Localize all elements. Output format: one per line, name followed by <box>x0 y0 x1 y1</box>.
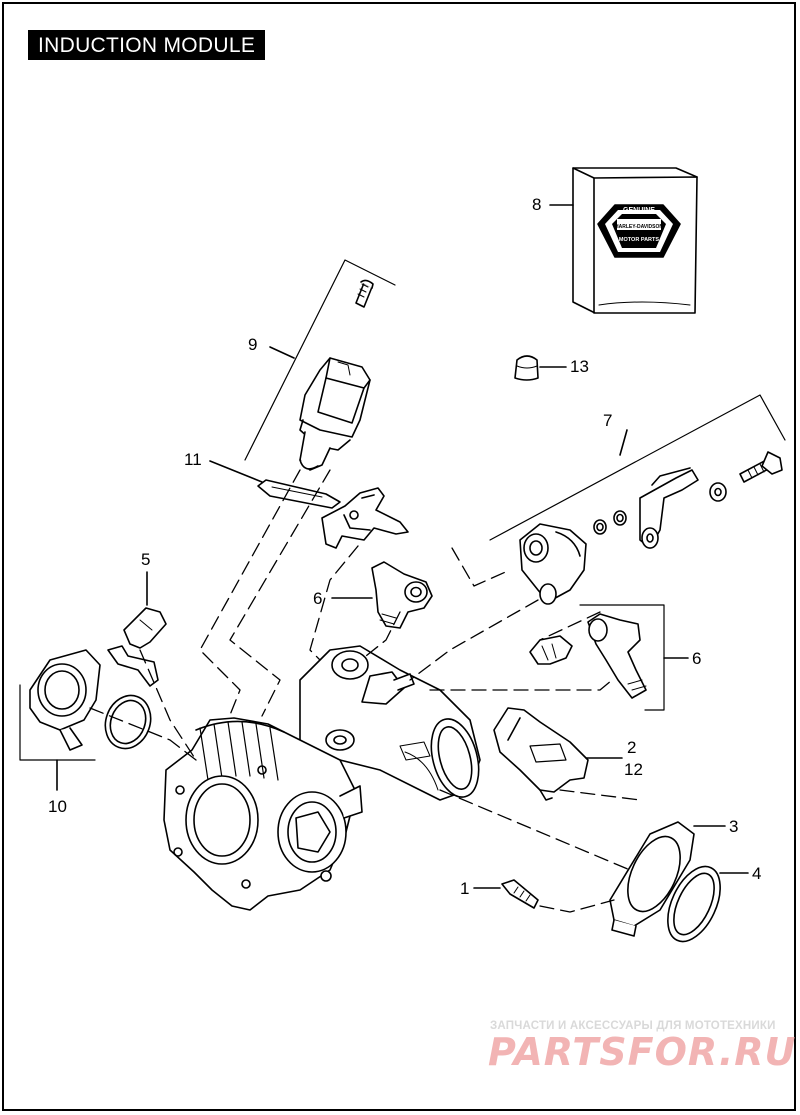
callout-12: 12 <box>624 760 643 779</box>
watermark-site: PARTSFOR.RU <box>488 1030 797 1074</box>
logo-genuine: GENUINE <box>623 207 655 214</box>
callout-6-upper: 6 <box>313 589 323 608</box>
callout-1: 1 <box>460 879 470 898</box>
fuel-injector-lower <box>529 604 689 711</box>
seal-ring-4 <box>667 865 749 943</box>
callout-7: 7 <box>603 411 613 430</box>
page-title: INDUCTION MODULE <box>28 30 266 60</box>
screw-1 <box>473 879 539 909</box>
assembly-lines <box>89 469 641 913</box>
callout-3: 3 <box>729 817 739 836</box>
callout-11: 11 <box>184 450 202 469</box>
fuel-fitting-group <box>489 394 786 605</box>
flange-group-10 <box>19 649 152 791</box>
harley-logo: GENUINE HARLEY-DAVIDSON MOTOR PARTS <box>597 204 681 258</box>
throttle-body <box>163 645 481 911</box>
iac-valve-group <box>244 259 396 471</box>
callout-5: 5 <box>141 550 151 569</box>
callout-6-lower: 6 <box>692 649 702 668</box>
cap-13 <box>514 355 567 381</box>
callout-2: 2 <box>627 738 637 757</box>
sensor-5 <box>107 571 167 687</box>
fuel-injector-upper <box>331 561 433 629</box>
gasket-plate-3 <box>609 821 726 937</box>
callout-8: 8 <box>532 195 542 214</box>
map-sensor-2-12 <box>493 707 623 801</box>
callout-4: 4 <box>752 864 762 883</box>
callout-9: 9 <box>248 335 258 354</box>
genuine-parts-box: GENUINE HARLEY-DAVIDSON MOTOR PARTS <box>549 167 698 314</box>
logo-brand: HARLEY-DAVIDSON <box>615 224 663 230</box>
gasket-11 <box>209 460 409 549</box>
callout-10: 10 <box>48 797 67 816</box>
logo-motor-parts: MOTOR PARTS <box>619 237 659 243</box>
callout-13: 13 <box>570 357 589 376</box>
watermark-tagline: ЗАПЧАСТИ И АКСЕССУАРЫ ДЛЯ МОТОТЕХНИКИ <box>490 1020 776 1032</box>
